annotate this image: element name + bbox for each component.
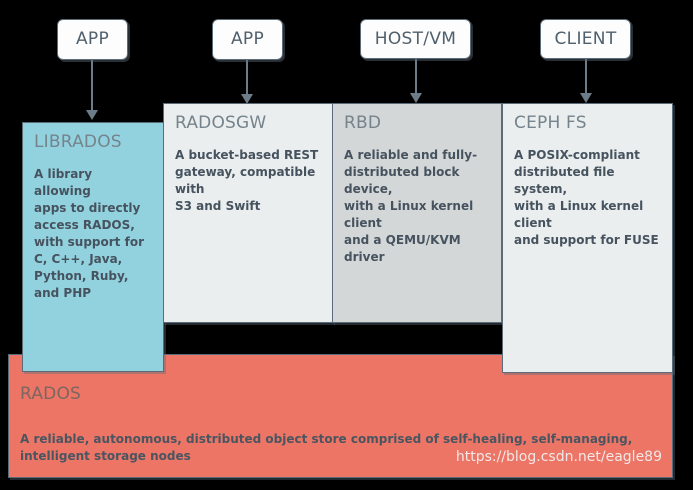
service-description-librados: A library allowing apps to directly acce… xyxy=(34,166,144,300)
service-box-rbd[interactable]: RBD A reliable and fully- distributed bl… xyxy=(332,103,502,323)
actor-box-host-vm[interactable]: HOST/VM xyxy=(360,19,471,59)
actor-box-client[interactable]: CLIENT xyxy=(540,19,631,59)
rados-description: A reliable, autonomous, distributed obje… xyxy=(20,432,633,464)
service-box-rados[interactable]: RADOS A reliable, autonomous, distribute… xyxy=(8,354,673,478)
service-title-rbd: RBD xyxy=(344,113,382,133)
service-title-radosgw: RADOSGW xyxy=(175,113,267,133)
arrow-line-app-to-librados xyxy=(91,59,93,113)
service-box-librados[interactable]: LIBRADOS A library allowing apps to dire… xyxy=(22,122,164,372)
actor-box-app-radosgw[interactable]: APP xyxy=(212,19,283,60)
arrow-head-hostvm-to-rbd xyxy=(410,93,422,103)
arrow-line-client-to-cephfs xyxy=(585,58,587,96)
rados-title: RADOS xyxy=(20,384,82,404)
service-description-radosgw: A bucket-based REST gateway, compatible … xyxy=(175,147,319,213)
watermark-url: https://blog.csdn.net/eagle89 xyxy=(455,449,662,465)
arrow-head-client-to-cephfs xyxy=(580,93,592,103)
service-title-cephfs: CEPH FS xyxy=(514,113,587,133)
actor-label: APP xyxy=(230,29,265,49)
arrow-head-app-to-librados xyxy=(86,110,98,120)
service-box-radosgw[interactable]: RADOSGW A bucket-based REST gateway, com… xyxy=(163,103,333,323)
service-box-cephfs[interactable]: CEPH FS A POSIX-compliant distributed fi… xyxy=(502,103,673,373)
actor-label: HOST/VM xyxy=(374,28,457,49)
service-description-cephfs: A POSIX-compliant distributed file syste… xyxy=(514,147,659,247)
arrow-line-app-to-radosgw xyxy=(246,59,248,97)
actor-box-app-librados[interactable]: APP xyxy=(57,19,128,60)
actor-label: APP xyxy=(75,29,110,49)
service-title-librados: LIBRADOS xyxy=(34,132,122,152)
actor-label: CLIENT xyxy=(554,28,617,49)
arrow-head-app-to-radosgw xyxy=(241,94,253,104)
arrow-line-hostvm-to-rbd xyxy=(415,58,417,96)
service-description-rbd: A reliable and fully- distributed block … xyxy=(344,147,478,264)
